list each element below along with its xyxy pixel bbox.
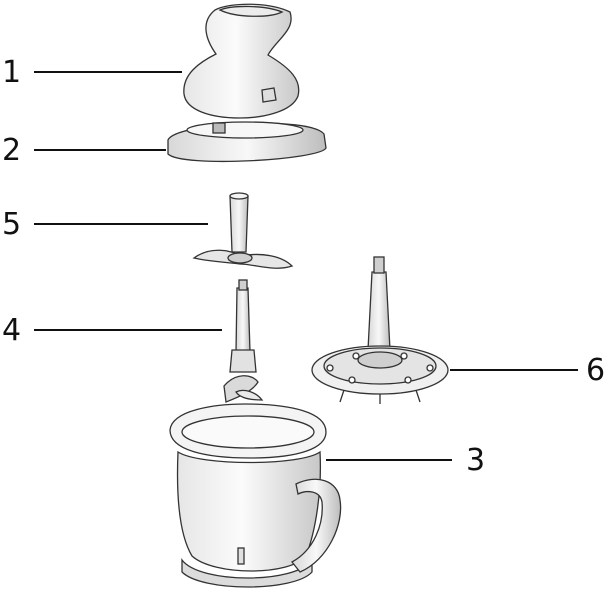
lid <box>167 121 327 163</box>
callout-label-5: 5 <box>2 207 21 242</box>
motor-unit <box>183 3 300 119</box>
callout-label-3: 3 <box>466 443 485 478</box>
callout-label-4: 4 <box>2 313 21 348</box>
whisk-shaft <box>223 279 264 403</box>
callout-label-6: 6 <box>586 353 605 388</box>
chopping-blade <box>192 192 294 269</box>
callout-label-1: 1 <box>2 55 21 90</box>
bowl <box>169 403 342 588</box>
callout-label-2: 2 <box>2 133 21 168</box>
whisk-disc <box>311 256 449 404</box>
